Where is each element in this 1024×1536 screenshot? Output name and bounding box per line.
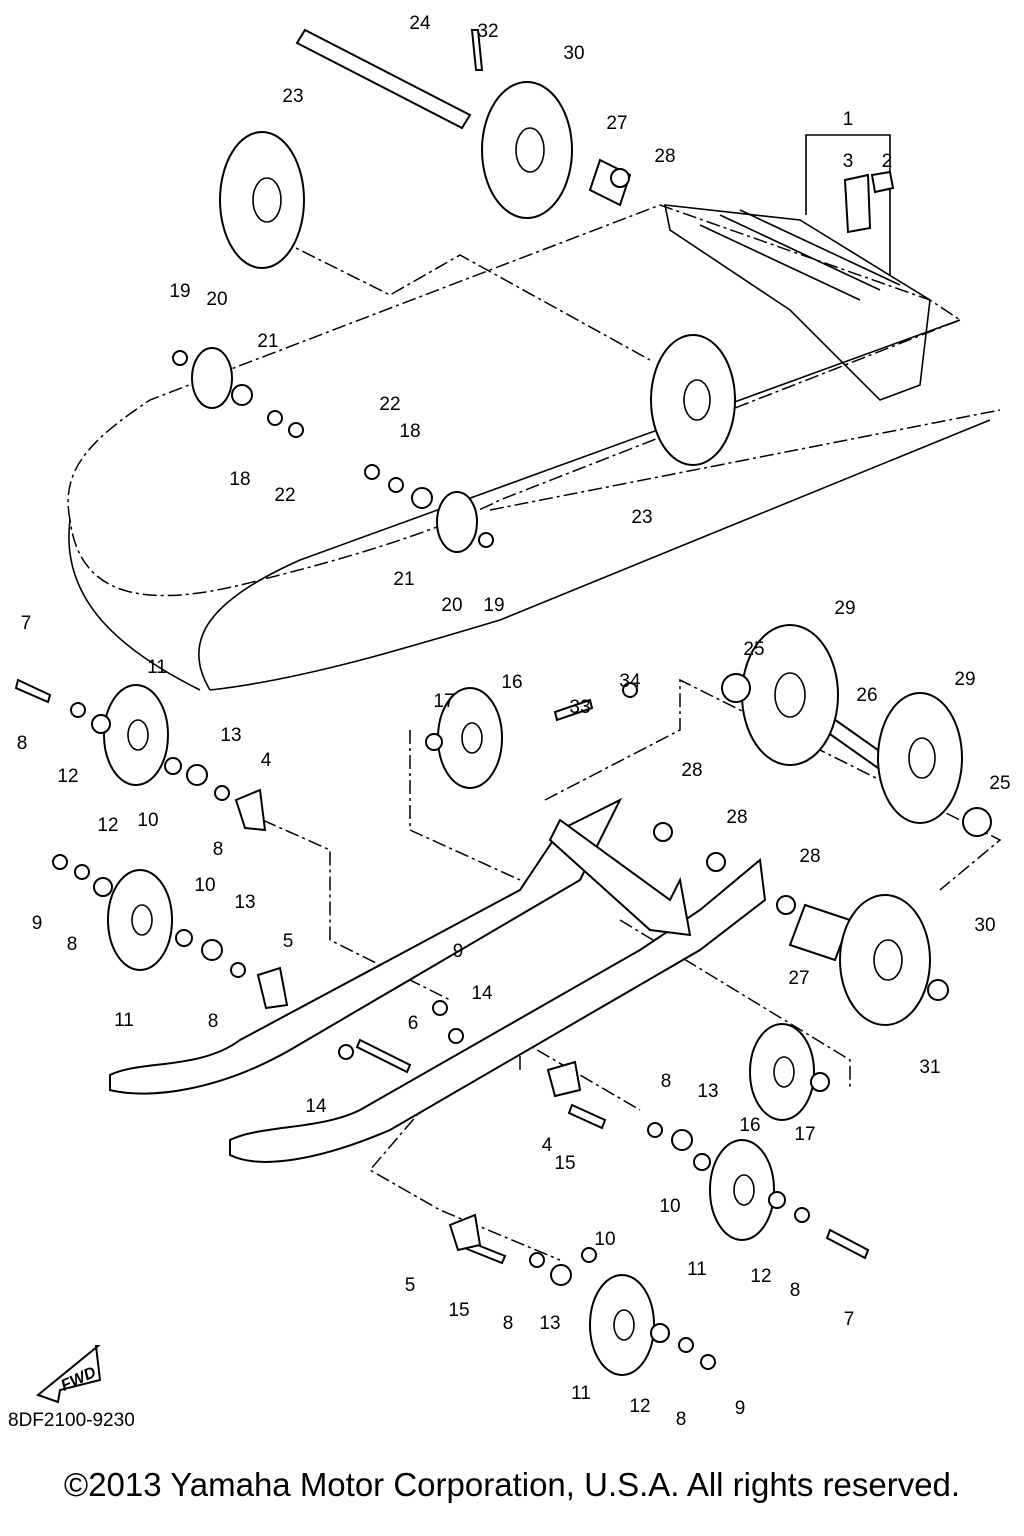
- callout: 13: [539, 1313, 560, 1334]
- callout: 8: [661, 1071, 672, 1092]
- callout: 28: [799, 846, 820, 867]
- callout: 18: [229, 469, 250, 490]
- callout: 10: [659, 1196, 680, 1217]
- callout: 9: [32, 913, 43, 934]
- diagram-code: 8DF2100-9230: [8, 1410, 135, 1431]
- wheel-20-lower: [436, 491, 478, 553]
- wheels: [103, 81, 963, 1376]
- callout: 30: [563, 43, 584, 64]
- callout: 26: [856, 685, 877, 706]
- leader-lines: [239, 134, 1002, 1261]
- callout: 17: [794, 1124, 815, 1145]
- callout: 28: [726, 807, 747, 828]
- callout: 12: [57, 766, 78, 787]
- callout: 13: [220, 725, 241, 746]
- callout: 30: [974, 915, 995, 936]
- callout: 8: [213, 839, 224, 860]
- callout: 4: [261, 750, 272, 771]
- callouts: 24 32 30 23 27 28 1 3 2 19 20 21 18 22 2…: [17, 13, 1011, 1430]
- callout: 14: [305, 1096, 327, 1117]
- callout: 21: [393, 569, 414, 590]
- callout: 20: [441, 595, 462, 616]
- callout: 31: [919, 1057, 940, 1078]
- callout: 29: [954, 669, 975, 690]
- wheel-11-b: [107, 869, 173, 971]
- wheel-30-upper: [481, 81, 573, 219]
- callout: 10: [594, 1229, 615, 1250]
- callout: 15: [554, 1153, 575, 1174]
- callout: 4: [542, 1135, 553, 1156]
- callout: 23: [631, 507, 652, 528]
- callout: 23: [282, 86, 303, 107]
- callout: 5: [405, 1275, 416, 1296]
- callout: 11: [147, 657, 167, 678]
- callout: 25: [989, 773, 1010, 794]
- callout: 8: [676, 1409, 687, 1430]
- wheel-23-upper: [219, 131, 305, 269]
- callout: 5: [283, 931, 294, 952]
- callout: 22: [274, 485, 295, 506]
- callout: 11: [571, 1383, 591, 1404]
- callout: 8: [790, 1280, 801, 1301]
- callout: 9: [453, 941, 464, 962]
- callout: 18: [399, 421, 420, 442]
- callout: 34: [619, 671, 641, 692]
- callout: 12: [97, 815, 118, 836]
- callout: 17: [433, 691, 454, 712]
- wheel-30-lower: [839, 894, 931, 1026]
- wheel-11-d: [589, 1274, 655, 1376]
- callout: 8: [503, 1313, 514, 1334]
- callout: 3: [843, 151, 854, 172]
- callout: 2: [882, 151, 893, 172]
- skid-rails: [109, 797, 767, 1163]
- callout: 20: [206, 289, 227, 310]
- fwd-arrow-icon: FWD: [35, 1345, 102, 1404]
- copyright-notice: ©2013 Yamaha Motor Corporation, U.S.A. A…: [63, 1466, 961, 1503]
- callout: 12: [629, 1396, 650, 1417]
- callout: 13: [697, 1081, 718, 1102]
- callout: 11: [114, 1010, 134, 1031]
- callout: 27: [606, 113, 627, 134]
- callout: 8: [67, 934, 78, 955]
- wheel-29-right: [877, 692, 963, 824]
- track-belt: [67, 204, 991, 691]
- wheel-20-upper: [191, 347, 233, 409]
- callout: 1: [843, 109, 854, 130]
- callout: 15: [448, 1300, 469, 1321]
- callout: 6: [408, 1013, 419, 1034]
- wheel-11-a: [103, 684, 169, 786]
- callout: 32: [477, 21, 498, 42]
- callout: 10: [194, 875, 215, 896]
- callout: 8: [17, 733, 28, 754]
- callout: 19: [483, 595, 504, 616]
- parts-diagram: FWD 24 32 30 23 27 28 1 3 2 19 20 21 18 …: [14, 13, 1011, 1430]
- callout: 28: [681, 760, 702, 781]
- callout: 25: [743, 639, 764, 660]
- callout: 33: [569, 697, 590, 718]
- callout: 29: [834, 598, 855, 619]
- callout: 16: [501, 672, 522, 693]
- callout: 7: [844, 1309, 855, 1330]
- callout: 28: [654, 146, 675, 167]
- callout: 19: [169, 281, 190, 302]
- callout: 12: [750, 1266, 771, 1287]
- callout: 13: [234, 892, 255, 913]
- wheel-11-c: [709, 1139, 775, 1241]
- callout: 9: [735, 1398, 746, 1419]
- callout: 22: [379, 394, 400, 415]
- callout: 16: [739, 1115, 760, 1136]
- small-parts: [14, 29, 992, 1370]
- callout: 8: [208, 1011, 219, 1032]
- callout: 21: [257, 331, 278, 352]
- wheel-23-mid: [650, 334, 736, 466]
- callout: 7: [21, 613, 32, 634]
- wheel-16-lower: [749, 1023, 815, 1121]
- callout: 11: [687, 1259, 707, 1280]
- callout: 14: [471, 983, 493, 1004]
- callout: 24: [409, 13, 431, 34]
- callout: 10: [137, 810, 158, 831]
- track-clips: [664, 204, 931, 401]
- callout: 27: [788, 968, 809, 989]
